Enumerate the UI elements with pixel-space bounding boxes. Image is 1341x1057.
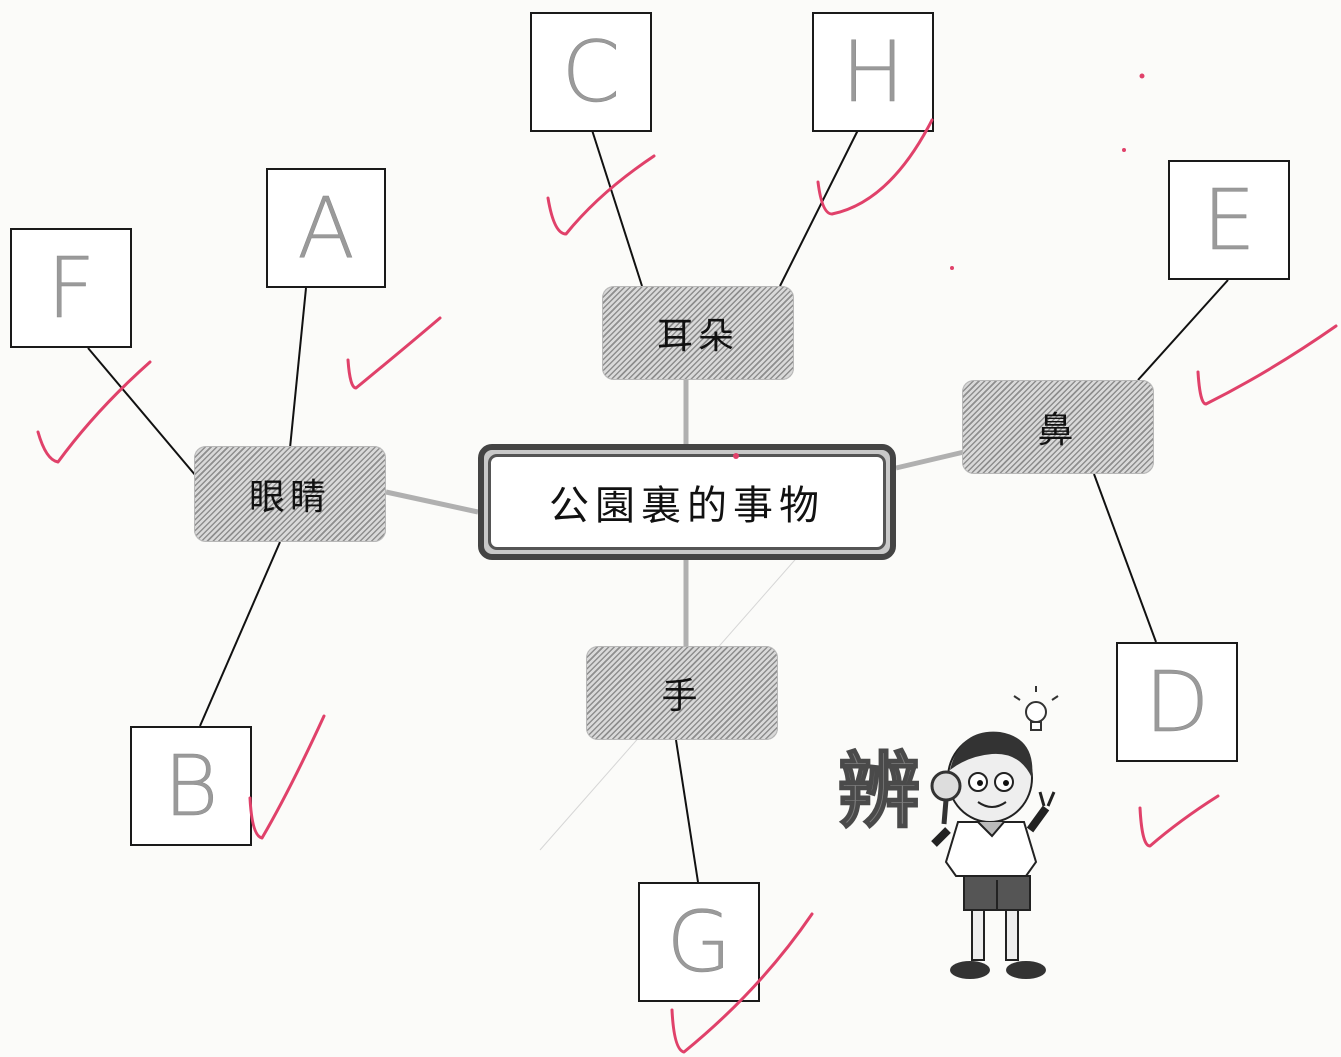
answer-box-g[interactable]: G bbox=[638, 882, 760, 1002]
check-mark-e bbox=[1196, 324, 1338, 406]
answer-box-e[interactable]: E bbox=[1168, 160, 1290, 280]
answer-e: E bbox=[1202, 171, 1256, 270]
check-mark-d bbox=[1138, 794, 1220, 848]
answer-box-b[interactable]: B bbox=[130, 726, 252, 846]
node-hands-label: 手 bbox=[661, 676, 703, 717]
line-hands-g bbox=[675, 739, 699, 883]
answer-g: G bbox=[666, 893, 732, 992]
connector-nose bbox=[895, 449, 965, 471]
node-eyes: 眼睛 bbox=[194, 446, 386, 542]
line-nose-d bbox=[1093, 473, 1157, 643]
line-nose-e bbox=[1137, 279, 1229, 381]
node-nose: 鼻 bbox=[962, 380, 1154, 474]
answer-h: H bbox=[841, 23, 905, 122]
answer-d: D bbox=[1144, 653, 1210, 752]
answer-box-d[interactable]: D bbox=[1116, 642, 1238, 762]
node-ears: 耳朵 bbox=[602, 286, 794, 380]
check-mark-b bbox=[248, 714, 326, 840]
answer-box-f[interactable]: F bbox=[10, 228, 132, 348]
node-eyes-label: 眼睛 bbox=[248, 477, 331, 518]
line-ears-c bbox=[591, 129, 643, 287]
check-mark-h bbox=[816, 118, 934, 216]
check-mark-c bbox=[546, 154, 656, 236]
answer-box-c[interactable]: C bbox=[530, 12, 652, 132]
connector-eyes bbox=[385, 489, 479, 515]
answer-f: F bbox=[46, 239, 96, 338]
node-ears-label: 耳朵 bbox=[656, 316, 739, 357]
central-topic: 公園裏的事物 bbox=[478, 444, 896, 560]
node-hands: 手 bbox=[586, 646, 778, 740]
answer-box-h[interactable]: H bbox=[812, 12, 934, 132]
central-topic-label: 公園裏的事物 bbox=[488, 454, 886, 550]
line-eyes-b bbox=[199, 541, 281, 727]
answer-c: C bbox=[561, 23, 621, 122]
mascot-badge: 辨 bbox=[837, 743, 921, 840]
answer-b: B bbox=[163, 737, 219, 836]
check-mark-f bbox=[36, 360, 152, 464]
answer-box-a[interactable]: A bbox=[266, 168, 386, 288]
line-eyes-f bbox=[87, 347, 197, 477]
line-eyes-a bbox=[289, 287, 307, 449]
node-nose-label: 鼻 bbox=[1037, 410, 1079, 451]
check-mark-g bbox=[670, 912, 814, 1054]
lightbulb-icon bbox=[1013, 686, 1059, 731]
answer-a: A bbox=[297, 179, 355, 278]
check-mark-a bbox=[346, 316, 442, 390]
line-ears-h bbox=[779, 129, 859, 287]
